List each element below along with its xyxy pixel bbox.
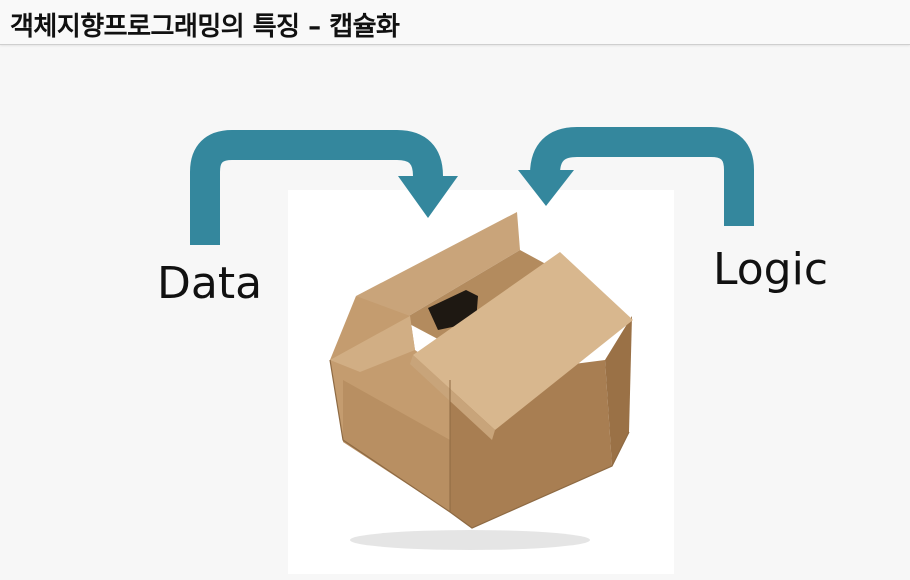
data-label: Data — [157, 258, 262, 309]
curved-arrow-down-left-icon — [518, 142, 739, 226]
logic-label: Logic — [713, 244, 828, 295]
cardboard-box-icon — [330, 212, 633, 550]
curved-arrow-down-right-icon — [205, 145, 458, 245]
